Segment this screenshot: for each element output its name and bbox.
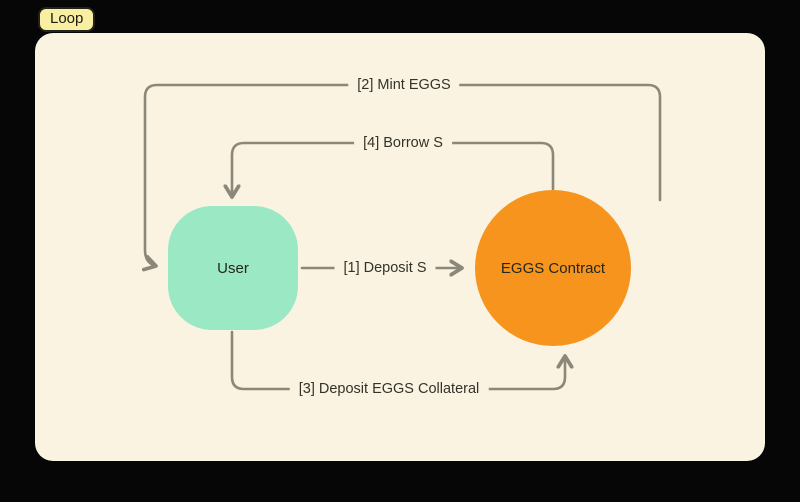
node-user-label: User: [217, 259, 249, 277]
edge-label-mint-eggs: [2] Mint EGGS: [348, 75, 460, 95]
edge-label-deposit-s: [1] Deposit S: [334, 258, 436, 278]
node-user: User: [168, 206, 298, 330]
edge-label-borrow-s: [4] Borrow S: [354, 133, 452, 153]
loop-badge: Loop: [38, 7, 96, 32]
node-eggs-contract-label: EGGS Contract: [500, 259, 606, 277]
edge-label-deposit-eggs-collateral: [3] Deposit EGGS Collateral: [289, 379, 489, 399]
node-eggs-contract: EGGS Contract: [475, 190, 631, 346]
